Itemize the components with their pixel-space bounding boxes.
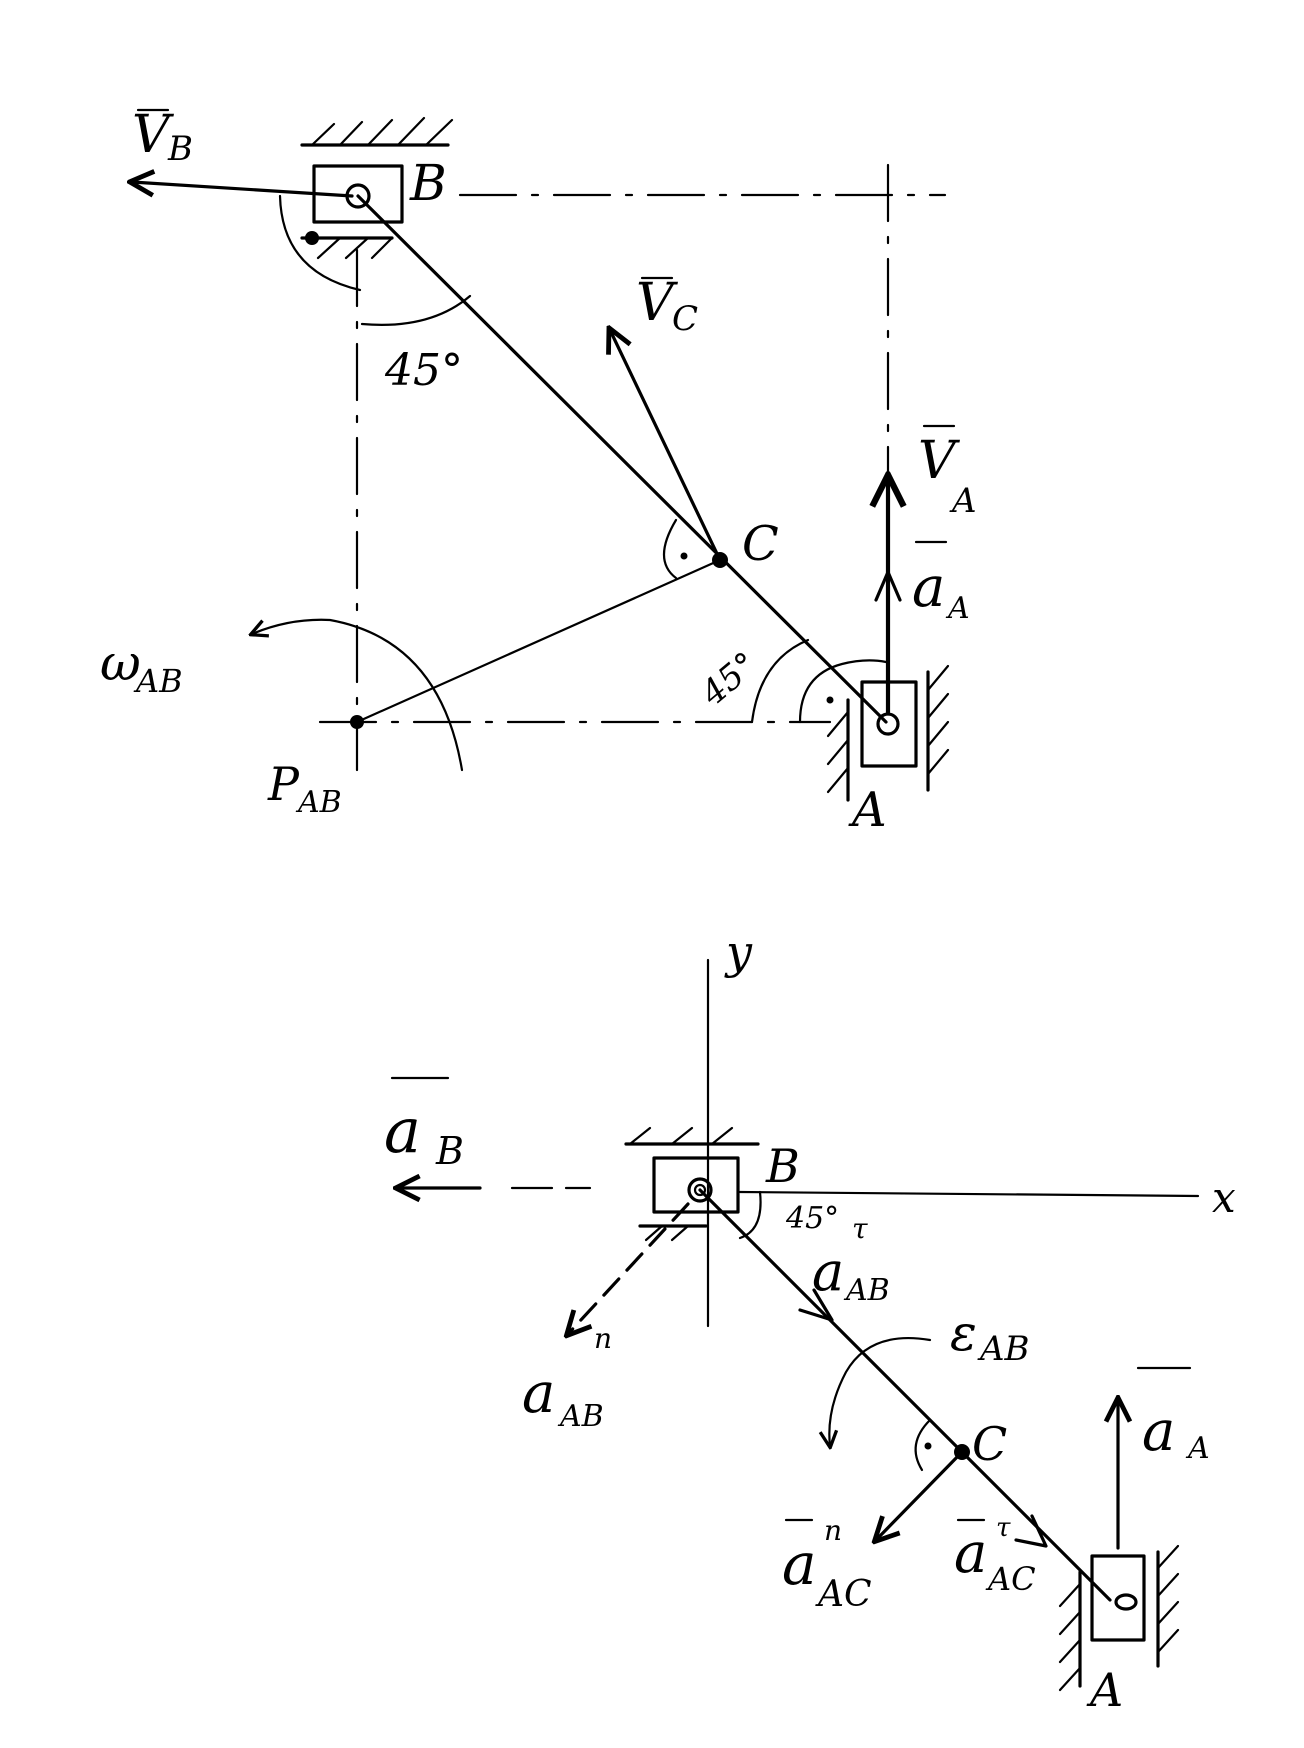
accel-ac-n-subscript: AC: [815, 1574, 872, 1615]
point-a-label-bottom: A: [1086, 1663, 1123, 1717]
accel-ac-tau-subscript: AC: [985, 1560, 1036, 1598]
epsilon-label: ε: [950, 1304, 977, 1362]
velocity-c-label: V: [636, 273, 678, 333]
omega-arc: [252, 618, 464, 772]
axis-x-label: x: [1212, 1173, 1236, 1222]
accel-ab-n-label: a: [522, 1361, 555, 1426]
normal-accel-ab-arrow: [568, 1202, 690, 1334]
point-b-label-bottom: B: [765, 1139, 800, 1193]
angle-b-label-bottom: 45°: [785, 1201, 839, 1236]
point-c-label-bottom: C: [972, 1417, 1007, 1471]
velocity-b-label: V: [132, 105, 174, 165]
rod-ab: [356, 194, 888, 724]
accel-b-label: a: [384, 1094, 421, 1167]
accel-ab-tau-subscript: AB: [843, 1273, 890, 1308]
angle-arc-a-45: [750, 638, 810, 724]
angle-arc-b-bottom: [738, 1190, 762, 1240]
epsilon-subscript: AB: [977, 1329, 1030, 1369]
acceleration-diagram: y x B a B 45° a τ AB: [384, 925, 1236, 1717]
angle-b-label: 45°: [384, 345, 463, 396]
axis-y-label: y: [724, 925, 753, 979]
velocity-a-subscript: A: [949, 481, 977, 521]
accel-ab-tau-label: a: [812, 1240, 844, 1303]
right-angle-arc-c: [663, 518, 678, 580]
accel-ac-n-label: a: [782, 1530, 817, 1598]
point-a-label: A: [848, 782, 887, 838]
velocity-diagram: V B B 45° P AB ω AB C V C: [100, 105, 977, 838]
slider-a-bottom: [1058, 1544, 1180, 1692]
accel-ac-n-superscript: n: [824, 1514, 842, 1547]
rod-ab-bottom: [698, 1188, 1112, 1602]
center-p-dot: [350, 715, 364, 729]
slider-b-bottom: [624, 1126, 760, 1242]
line-p-to-c: [355, 558, 722, 724]
point-c-label: C: [742, 516, 779, 572]
tangential-accel-ab-arrowhead: [798, 1288, 834, 1322]
velocity-a-label: V: [918, 431, 960, 491]
center-p-label: P: [267, 757, 300, 811]
angle-arc-b-outer: [360, 294, 472, 326]
accel-a-subscript: A: [945, 591, 970, 626]
omega-label: ω: [100, 634, 141, 692]
accel-a-label: a: [912, 555, 945, 620]
point-b-label: B: [409, 154, 447, 212]
omega-subscript: AB: [133, 662, 183, 700]
right-angle-arc-a: [798, 659, 888, 724]
accel-ab-tau-superscript: τ: [852, 1212, 868, 1245]
normal-accel-ac-arrow: [876, 1450, 964, 1540]
epsilon-arc: [829, 1336, 932, 1446]
accel-ac-tau-label: a: [954, 1521, 987, 1586]
slider-b: [300, 116, 454, 260]
accel-ac-tau-superscript: τ: [996, 1513, 1011, 1543]
accel-a-subscript-bottom: A: [1185, 1431, 1210, 1466]
velocity-b-arrow: [132, 182, 354, 198]
center-p-subscript: AB: [295, 785, 342, 820]
accel-a-arrowhead: [874, 570, 902, 602]
velocity-c-arrow: [610, 330, 722, 562]
accel-b-subscript: B: [435, 1129, 464, 1173]
right-angle-arc-c-bottom: [914, 1418, 932, 1472]
velocity-c-subscript: C: [672, 299, 698, 339]
tangential-accel-ac-arrowhead: [1014, 1514, 1048, 1548]
accel-ab-n-subscript: AB: [557, 1399, 604, 1434]
axis-x: [738, 1190, 1200, 1198]
accel-a-label-bottom: a: [1142, 1399, 1175, 1464]
angle-arc-b: [278, 194, 362, 292]
accel-ab-n-superscript: n: [594, 1322, 612, 1355]
velocity-b-subscript: B: [167, 129, 193, 169]
